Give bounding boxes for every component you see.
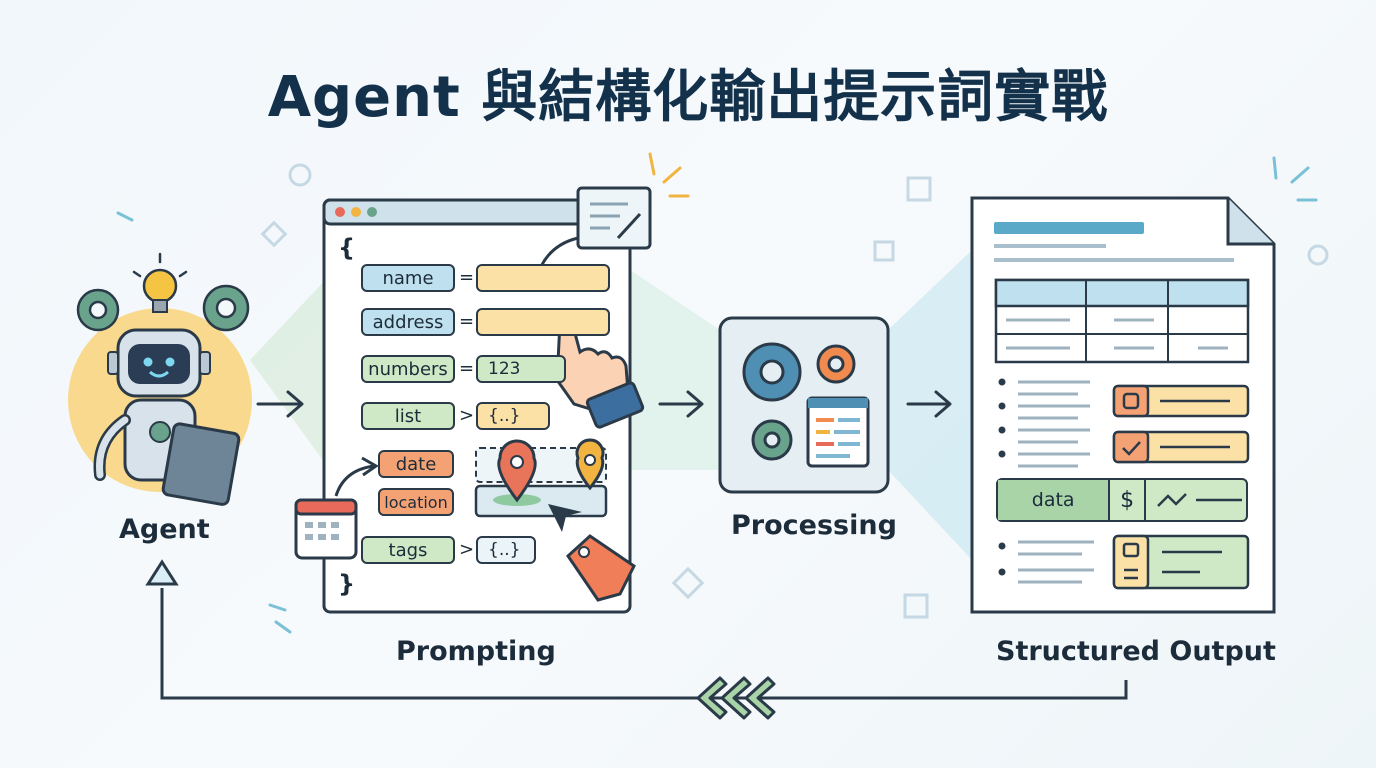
field-value-list[interactable]: {..} <box>476 402 550 430</box>
document-icon <box>970 196 1276 614</box>
deco-square <box>873 240 895 262</box>
field-value-numbers[interactable]: 123 <box>476 355 566 383</box>
beam-prompt <box>630 270 720 470</box>
cursor-icon <box>548 504 582 532</box>
output-data-row: data $ <box>996 478 1248 522</box>
field-value-tags[interactable]: {..} <box>476 536 536 564</box>
field-op: = <box>459 311 475 332</box>
location-field <box>474 484 608 518</box>
chevrons-left-icon <box>696 676 776 720</box>
arrow-head <box>361 456 379 477</box>
field-op: > <box>459 539 475 560</box>
deco-square <box>906 176 932 202</box>
spark-decoration-2 <box>116 156 1318 634</box>
tag-icon <box>566 534 636 602</box>
feedback-loop-line <box>160 588 1128 700</box>
chart-sparkline-icon <box>1157 493 1242 507</box>
stage-label-agent: Agent <box>119 514 210 545</box>
field-key-address: address <box>361 308 455 336</box>
calendar-icon <box>294 498 358 560</box>
gear-icon <box>202 284 250 332</box>
tablet-icon <box>161 422 241 506</box>
field-op: = <box>459 267 475 288</box>
open-brace: { <box>338 234 356 262</box>
deco-circle <box>1307 244 1329 266</box>
spark-decoration <box>648 152 690 198</box>
note-icon <box>576 186 652 250</box>
beam-agent <box>250 275 330 470</box>
page-title: Agent 與結構化輸出提示詞實戰 <box>267 65 1109 130</box>
field-key-list: list <box>361 402 455 430</box>
field-value-name[interactable] <box>476 264 610 292</box>
gear-icon <box>742 342 802 402</box>
field-key-tags: tags <box>361 536 455 564</box>
loop-arrow-head <box>145 559 179 586</box>
field-key-date: date <box>378 450 454 478</box>
deco-diamond <box>671 566 705 600</box>
lightbulb-icon <box>132 252 188 313</box>
stage-label-prompting: Prompting <box>396 636 556 667</box>
close-brace: } <box>338 570 356 598</box>
field-value-address[interactable] <box>476 308 610 336</box>
hand-pointer-icon <box>548 316 645 429</box>
data-label: data <box>998 480 1111 520</box>
gear-icon <box>816 344 856 384</box>
agent-illustration <box>68 252 252 506</box>
field-key-location: location <box>378 488 454 516</box>
deco-square <box>903 593 929 619</box>
map-pin-icon <box>575 438 605 491</box>
data-value-placeholder <box>1146 480 1246 520</box>
dollar-icon: $ <box>1110 480 1146 520</box>
gear-icon <box>76 288 120 332</box>
stage-label-processing: Processing <box>731 510 897 541</box>
curve-arrow <box>334 464 375 497</box>
deco-circle <box>288 163 312 187</box>
field-key-name: name <box>361 264 455 292</box>
stage-label-output: Structured Output <box>996 636 1276 667</box>
map-pin-icon <box>493 439 541 506</box>
mini-window-icon <box>806 396 870 468</box>
gear-icon <box>751 419 793 461</box>
field-op: = <box>459 358 475 379</box>
deco-diamond <box>260 220 288 248</box>
arrow-right-icon <box>256 390 952 418</box>
field-op: > <box>459 405 475 426</box>
field-key-numbers: numbers <box>361 355 455 383</box>
